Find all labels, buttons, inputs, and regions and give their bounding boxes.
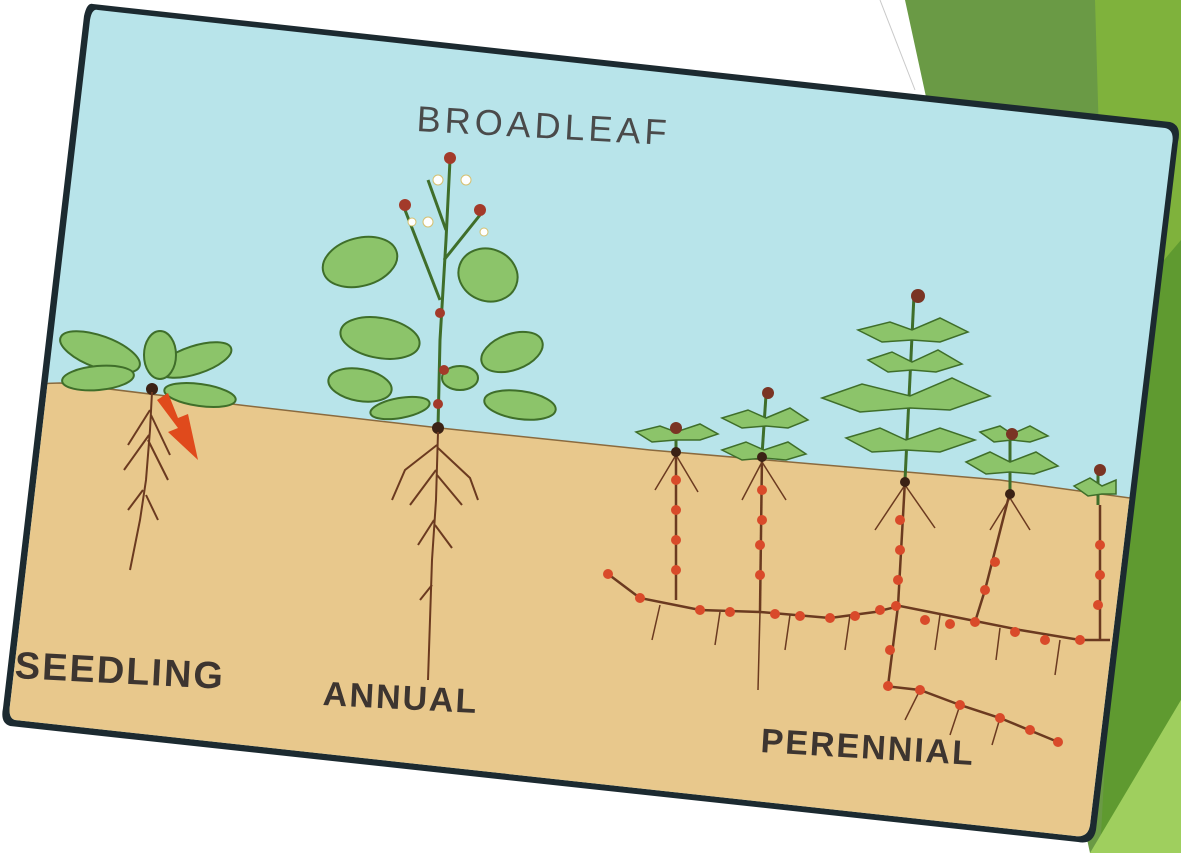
annual-label: ANNUAL: [322, 675, 479, 722]
